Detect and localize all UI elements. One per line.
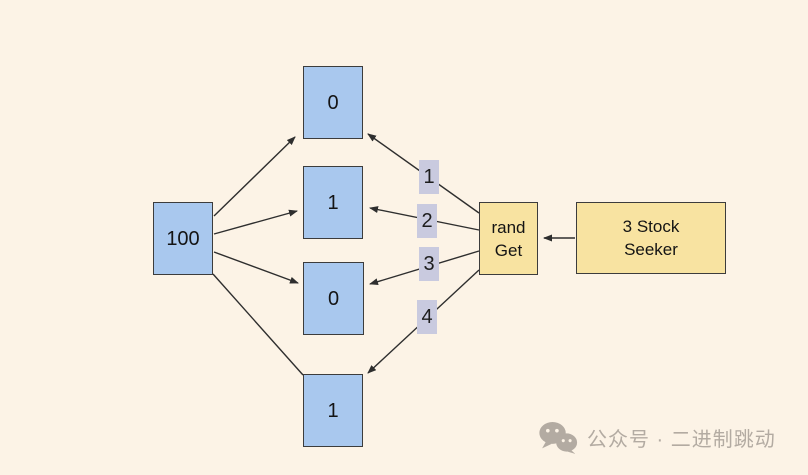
node-rand-get: rand Get: [479, 202, 538, 275]
edge-100-to-slot4: [212, 273, 304, 376]
node-slot-2-label: 1: [327, 191, 339, 214]
node-count-100: 100: [153, 202, 213, 275]
node-stock-seeker-line2: Seeker: [624, 240, 678, 259]
node-slot-1: 0: [303, 66, 363, 139]
edge-100-to-slot3: [213, 251, 299, 284]
watermark-text: 公众号 · 二进制跳动: [587, 429, 776, 451]
node-stock-seeker-line1: 3 Stock: [622, 217, 680, 236]
edge-label-2: 2: [417, 204, 437, 238]
node-stock-seeker: 3 Stock Seeker: [576, 202, 726, 274]
edge-label-1: 1: [419, 160, 439, 194]
node-count-100-label: 100: [166, 227, 200, 250]
watermark: 公众号 · 二进制跳动: [538, 421, 776, 454]
edge-label-4: 4: [417, 300, 437, 334]
node-slot-1-label: 0: [327, 91, 339, 114]
node-rand-get-line1: rand: [491, 217, 526, 237]
node-slot-4-label: 1: [327, 399, 339, 422]
edge-100-to-slot1: [213, 136, 296, 217]
node-slot-2: 1: [303, 166, 363, 239]
node-rand-get-line2: Get: [494, 240, 523, 260]
wechat-icon: [539, 422, 578, 454]
edge-label-3: 3: [419, 247, 439, 281]
edge-100-to-slot2: [213, 209, 298, 235]
node-slot-4: 1: [303, 374, 363, 447]
node-slot-3: 0: [303, 262, 364, 335]
node-slot-3-label: 0: [327, 287, 340, 310]
